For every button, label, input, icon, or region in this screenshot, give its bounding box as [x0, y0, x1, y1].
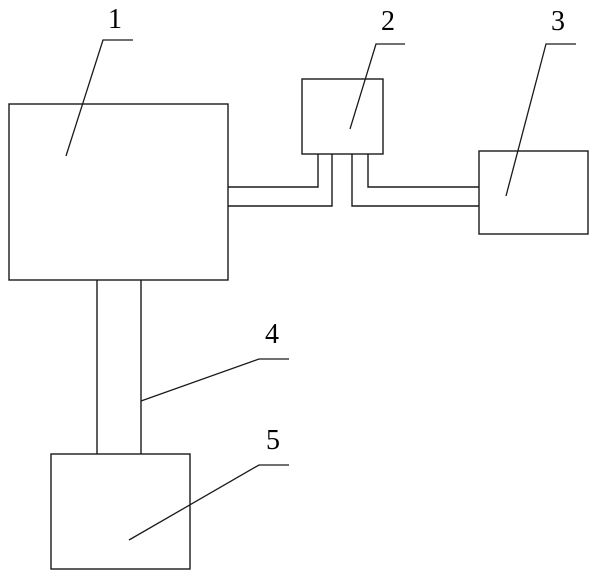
callout-label-5: 5 [266, 425, 280, 456]
component-2-box [301, 78, 384, 155]
pipe-2-to-3-lower [351, 154, 479, 207]
pipe-1-to-2-upper [228, 154, 319, 188]
callout-label-3: 3 [551, 6, 565, 37]
leader-line-2 [349, 43, 405, 130]
component-5-box [50, 453, 191, 570]
component-1-box [8, 103, 229, 281]
component-3-box [478, 150, 589, 235]
leader-line-5 [128, 464, 289, 541]
leader-line-3 [505, 43, 576, 197]
leader-line-1 [65, 39, 133, 157]
callout-label-1: 1 [108, 4, 122, 35]
pipe-1-to-2-lower [228, 154, 333, 207]
leader-line-4 [140, 358, 289, 402]
callout-label-4: 4 [265, 319, 279, 350]
pipe-2-to-3-upper [367, 154, 479, 188]
callout-label-2: 2 [381, 6, 395, 37]
